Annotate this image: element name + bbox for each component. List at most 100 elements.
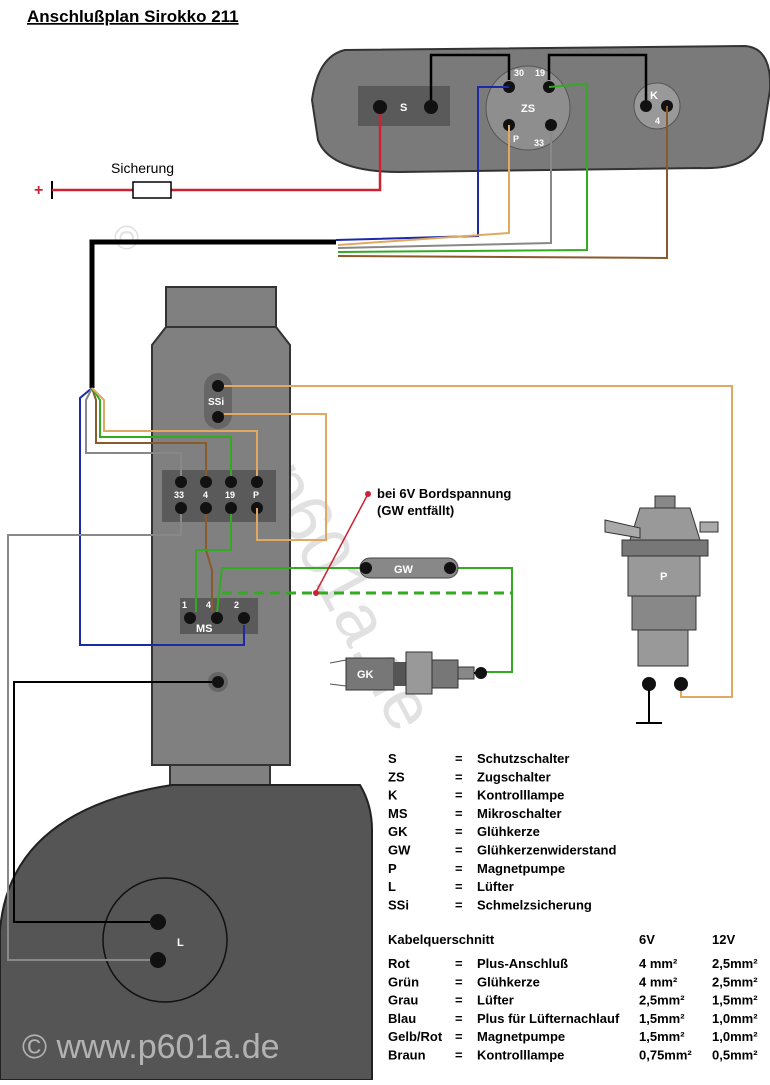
table-row-use: Plus für Lüfternachlauf	[477, 1011, 620, 1026]
table-row-color: Rot	[388, 956, 410, 971]
label-s: S	[400, 102, 407, 114]
connector-pin-19	[225, 476, 237, 488]
table-row-use: Lüfter	[477, 993, 514, 1008]
label-gk: GK	[357, 669, 374, 681]
legend-equals: =	[455, 806, 463, 821]
wire-blue-panel	[335, 86, 509, 241]
fan-motor-l	[102, 877, 228, 1003]
wire-black-fan	[13, 681, 212, 923]
table-row-12v: 1,0mm²	[712, 1011, 758, 1026]
table-row-equals: =	[455, 1011, 463, 1026]
gw-terminal-right	[444, 562, 456, 574]
label-zs-19: 19	[535, 68, 545, 78]
legend-text: Magnetpumpe	[477, 861, 565, 876]
table-row-use: Plus-Anschluß	[477, 956, 568, 971]
legend-equals: =	[455, 897, 463, 912]
legend-text: Lüfter	[477, 879, 514, 894]
ssi-terminal-bottom	[212, 411, 224, 423]
legend-equals: =	[455, 788, 463, 803]
legend-equals: =	[455, 861, 463, 876]
legend-key: ZS	[388, 769, 405, 784]
table-row-color: Grün	[388, 974, 419, 989]
label-pin-p: P	[253, 490, 259, 500]
table-row-color: Gelb/Rot	[388, 1029, 443, 1044]
legend-text: Glühkerzenwiderstand	[477, 843, 616, 858]
table-row-12v: 2,5mm²	[712, 956, 758, 971]
legend-key: S	[388, 751, 397, 766]
table-row-color: Braun	[388, 1048, 426, 1063]
wire-panel-black-zs19-k	[547, 53, 648, 100]
label-sicherung: Sicherung	[111, 160, 174, 176]
ssi-terminal-top	[212, 380, 224, 392]
table-row-equals: =	[455, 993, 463, 1008]
legend-text: Zugschalter	[477, 769, 551, 784]
label-zs-30: 30	[514, 68, 524, 78]
wire-gray-fan	[7, 514, 182, 961]
wire-green-harness	[91, 387, 232, 476]
wire-green-ms	[195, 514, 232, 612]
table-row-color: Blau	[388, 1011, 416, 1026]
pump-terminal-right	[674, 677, 688, 691]
wire-harness-black	[89, 239, 336, 388]
connector-pin-b33	[175, 502, 187, 514]
table-row-6v: 4 mm²	[639, 956, 678, 971]
legend-key: GW	[388, 843, 411, 858]
table-row-12v: 1,0mm²	[712, 1029, 758, 1044]
table-row-6v: 4 mm²	[639, 974, 678, 989]
connector-pin-b19	[225, 502, 237, 514]
legend-equals: =	[455, 824, 463, 839]
label-pin-19: 19	[225, 490, 235, 500]
watermark-bottom: © www.p601a.de	[22, 1028, 280, 1066]
pump-ground	[636, 690, 662, 724]
table-row-12v: 2,5mm²	[712, 974, 758, 989]
table-header-title: Kabelquerschnitt	[388, 932, 495, 947]
label-ms-4: 4	[206, 600, 211, 610]
s-terminal-left	[373, 100, 387, 114]
label-pump: P	[660, 571, 667, 583]
gluehkerze-gk	[329, 651, 481, 695]
table-row-use: Kontrolllampe	[477, 1048, 564, 1063]
wire-gray-panel	[337, 132, 552, 249]
diagram-title: Anschlußplan Sirokko 211	[27, 7, 239, 26]
legend-equals: =	[455, 843, 463, 858]
table-row-equals: =	[455, 1048, 463, 1063]
ms-terminal-1	[184, 612, 196, 624]
wire-blue-harness	[79, 387, 245, 646]
legend-key: K	[388, 788, 398, 803]
wire-orange-harness	[91, 387, 258, 476]
table-header-6v: 6V	[639, 932, 655, 947]
fuse-sicherung	[132, 181, 172, 199]
label-k: K	[650, 90, 658, 102]
watermark-diagonal-copyright: ©	[107, 225, 145, 250]
table-row-6v: 0,75mm²	[639, 1048, 692, 1063]
pump-terminal-left	[642, 677, 656, 691]
legend-text: Schmelzsicherung	[477, 897, 592, 912]
connector-pin-b4	[200, 502, 212, 514]
connector-pin-4	[200, 476, 212, 488]
gk-terminal	[475, 667, 487, 679]
abbreviation-legend: S=SchutzschalterZS=ZugschalterK=Kontroll…	[388, 751, 616, 912]
fan-terminal-2	[150, 952, 166, 968]
label-lufter: L	[177, 937, 184, 949]
magnetpumpe-p	[604, 495, 719, 667]
label-ms-1: 1	[182, 600, 187, 610]
fan-terminal-1	[150, 914, 166, 930]
legend-equals: =	[455, 879, 463, 894]
connector-pin-p	[251, 476, 263, 488]
gw-terminal-left	[360, 562, 372, 574]
label-pin-4: 4	[203, 490, 208, 500]
note-pointer	[315, 493, 369, 593]
wire-panel-black-s-zs30	[429, 53, 511, 100]
connector-pin-33	[175, 476, 187, 488]
legend-text: Glühkerze	[477, 824, 540, 839]
table-row-12v: 1,5mm²	[712, 993, 758, 1008]
legend-key: MS	[388, 806, 408, 821]
table-row-equals: =	[455, 1029, 463, 1044]
note-line-2: (GW entfällt)	[377, 503, 454, 518]
wire-green-panel	[337, 82, 588, 253]
wire-orange-ssi	[224, 413, 327, 541]
table-row-6v: 2,5mm²	[639, 993, 685, 1008]
zs-terminal-33	[545, 119, 557, 131]
wire-green-gw	[216, 567, 366, 613]
